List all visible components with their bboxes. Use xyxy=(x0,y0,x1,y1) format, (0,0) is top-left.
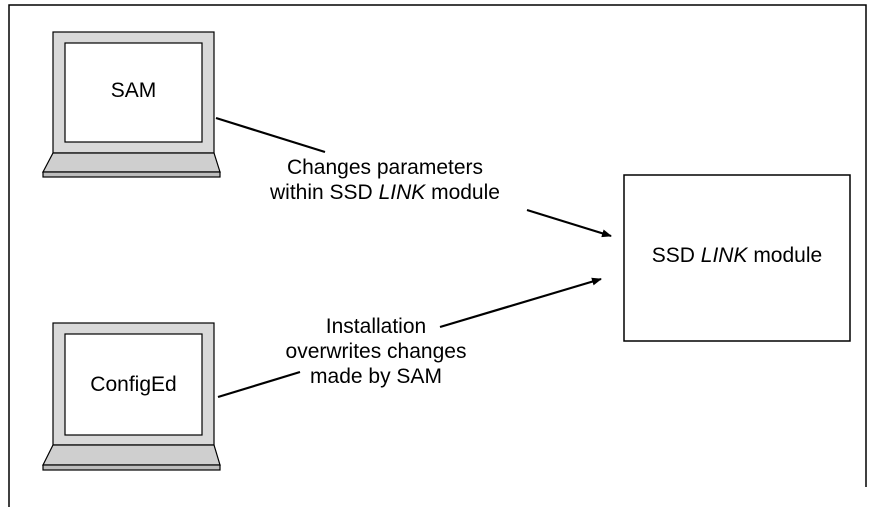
module-label-italic: LINK xyxy=(700,244,748,267)
bottom-arrow-label-line2: overwrites changes xyxy=(285,340,467,363)
sam-label: SAM xyxy=(110,79,157,102)
configed-label: ConfigEd xyxy=(90,373,177,396)
module-box xyxy=(623,174,851,342)
module-label-suffix: module xyxy=(747,244,823,267)
module-label: SSD LINK module xyxy=(624,244,850,268)
top-arrow-tail xyxy=(215,116,326,154)
figure-frame xyxy=(8,4,867,507)
bottom-arrow-label-line3: made by SAM xyxy=(310,365,442,388)
module-label-prefix: SSD xyxy=(651,244,701,267)
bottom-arrow-head-line xyxy=(439,277,602,329)
top-arrow-label-line1: Changes parameters xyxy=(286,156,484,179)
top-arrow-label-line2-prefix: within SSD xyxy=(270,181,379,204)
bottom-arrow-label-line1: Installation xyxy=(325,315,427,338)
top-arrow-label: Changes parameters within SSD LINK modul… xyxy=(240,155,530,205)
top-arrow-label-line2-italic: LINK xyxy=(378,181,426,204)
top-arrow-head-line xyxy=(526,208,612,238)
top-arrow-label-line2-suffix: module xyxy=(425,181,500,204)
top-arrow-label-line2: within SSD LINK module xyxy=(240,180,530,205)
bottom-arrow-tail xyxy=(217,370,301,399)
sam-laptop-icon xyxy=(42,31,221,178)
configed-laptop-icon xyxy=(42,322,221,471)
bottom-arrow-label: Installation overwrites changes made by … xyxy=(268,314,484,389)
